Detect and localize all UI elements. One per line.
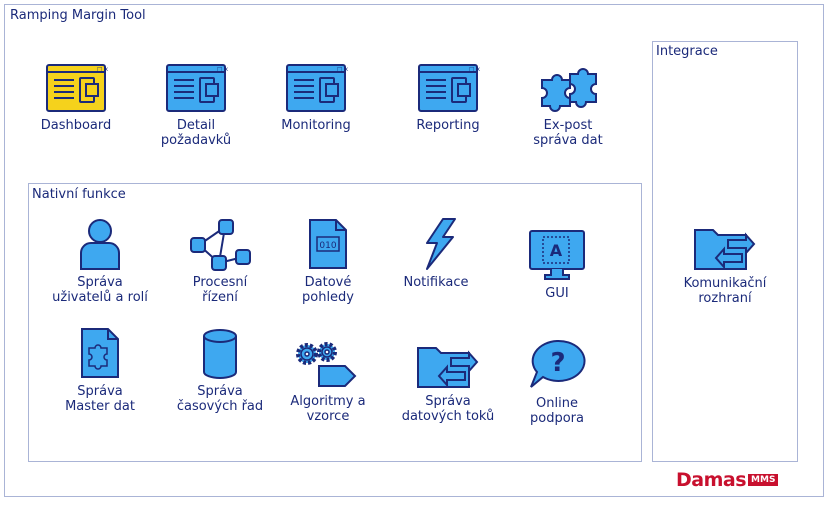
integration-frame bbox=[652, 41, 798, 462]
native-functions-title: Nativní funkce bbox=[32, 187, 126, 202]
tile-sprava-datovych-toku[interactable]: Správa datových toků bbox=[393, 340, 503, 424]
tile-label: Ex-post správa dat bbox=[533, 118, 603, 148]
tile-label: Správa časových řad bbox=[176, 384, 264, 414]
monitor-icon: A bbox=[529, 230, 585, 280]
tile-label: Komunikační rozhraní bbox=[683, 276, 767, 306]
tile-detail-pozadavku[interactable]: _ □ x Detail požadavků bbox=[141, 62, 251, 148]
tile-sprava-master-dat[interactable]: Správa Master dat bbox=[45, 326, 155, 414]
tile-label: Dashboard bbox=[40, 118, 112, 133]
tile-algoritmy-vzorce[interactable]: Algoritmy a vzorce bbox=[273, 340, 383, 424]
svg-text:_ □ x: _ □ x bbox=[211, 66, 228, 73]
app-title: Ramping Margin Tool bbox=[10, 8, 146, 23]
window-icon: _ □ x bbox=[166, 64, 228, 112]
damas-logo: Damas MMS bbox=[676, 469, 779, 491]
native-functions-frame bbox=[28, 183, 642, 462]
svg-text:_ □ x: _ □ x bbox=[91, 66, 108, 73]
integration-title: Integrace bbox=[656, 44, 718, 59]
window-icon: _ □ x bbox=[286, 64, 348, 112]
logo-text: Damas bbox=[676, 469, 747, 491]
svg-text:A: A bbox=[550, 241, 563, 260]
tile-label: Správa uživatelů a rolí bbox=[52, 275, 148, 305]
folder-transfer-icon bbox=[694, 229, 756, 270]
tile-label: Správa Master dat bbox=[65, 384, 135, 414]
tile-label: Datové pohledy bbox=[302, 275, 354, 305]
svg-text:_ □ x: _ □ x bbox=[331, 66, 348, 73]
process-icon bbox=[190, 219, 251, 271]
tile-notifikace[interactable]: Notifikace bbox=[381, 217, 491, 290]
tile-label: GUI bbox=[545, 286, 569, 301]
tile-datove-pohledy[interactable]: 010 Datové pohledy bbox=[273, 217, 383, 305]
gears-icon bbox=[296, 342, 357, 387]
tile-ex-post[interactable]: Ex-post správa dat bbox=[513, 62, 623, 148]
tile-label: Detail požadavků bbox=[160, 118, 232, 148]
tile-procesni-rizeni[interactable]: Procesní řízení bbox=[165, 217, 275, 305]
svg-text:_ □ x: _ □ x bbox=[463, 66, 480, 73]
tile-komunikacni-rozhrani[interactable]: Komunikační rozhraní bbox=[670, 222, 780, 306]
tile-label: Správa datových toků bbox=[401, 394, 495, 424]
tile-reporting[interactable]: _ □ x Reporting bbox=[393, 62, 503, 133]
tile-label: Online podpora bbox=[530, 396, 584, 426]
folder-transfer-icon bbox=[417, 347, 479, 388]
tile-online-podpora[interactable]: ? Online podpora bbox=[502, 338, 612, 426]
window-icon: _ □ x bbox=[418, 64, 480, 112]
tile-sprava-uzivatelu[interactable]: Správa uživatelů a rolí bbox=[45, 217, 155, 305]
tile-dashboard[interactable]: _ □ x Dashboard bbox=[21, 62, 131, 133]
tile-monitoring[interactable]: _ □ x Monitoring bbox=[261, 62, 371, 133]
database-icon bbox=[203, 329, 237, 379]
tile-gui[interactable]: A GUI bbox=[502, 228, 612, 301]
help-bubble-icon: ? bbox=[530, 339, 586, 388]
tile-sprava-casovych-rad[interactable]: Správa časových řad bbox=[165, 328, 275, 414]
tile-label: Reporting bbox=[416, 118, 480, 133]
puzzle-file-icon bbox=[81, 328, 119, 378]
svg-text:010: 010 bbox=[319, 241, 336, 251]
svg-text:?: ? bbox=[550, 348, 565, 378]
tile-label: Notifikace bbox=[403, 275, 469, 290]
main-frame bbox=[4, 4, 824, 497]
puzzle-icon bbox=[541, 68, 597, 112]
window-highlighted-icon: _ □ x bbox=[46, 64, 108, 112]
user-icon bbox=[80, 219, 120, 270]
tile-label: Procesní řízení bbox=[192, 275, 248, 305]
tile-label: Monitoring bbox=[281, 118, 351, 133]
tile-label: Algoritmy a vzorce bbox=[290, 394, 366, 424]
lightning-icon bbox=[426, 218, 456, 270]
binary-file-icon: 010 bbox=[309, 219, 347, 269]
logo-badge: MMS bbox=[748, 474, 779, 486]
